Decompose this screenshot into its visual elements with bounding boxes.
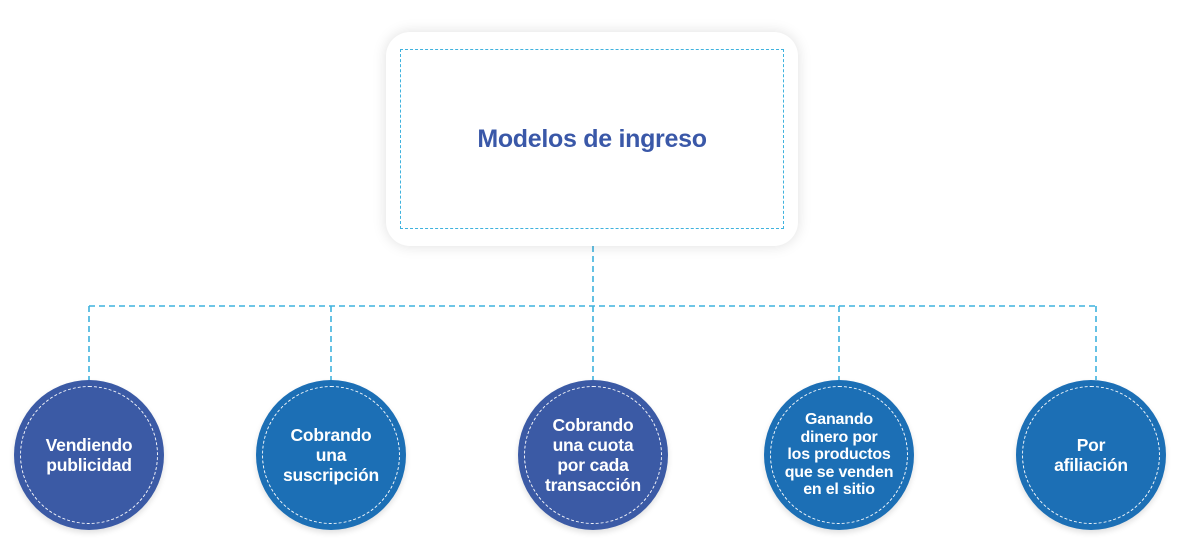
child-node-ganando-dinero-productos: Ganando dinero por los productos que se … (764, 380, 914, 530)
node-dashed-ring (524, 386, 662, 524)
root-node-card: Modelos de ingreso (386, 32, 798, 246)
root-node-title: Modelos de ingreso (477, 124, 707, 153)
child-node-label: Ganando dinero por los productos que se … (784, 411, 894, 499)
child-node-label: Por afiliación (1054, 435, 1128, 475)
node-dashed-ring (1022, 386, 1160, 524)
child-node-cobrando-cuota-transaccion: Cobrando una cuota por cada transacción (518, 380, 668, 530)
child-node-label: Cobrando una cuota por cada transacción (544, 415, 642, 495)
node-dashed-ring (20, 386, 158, 524)
child-node-vendiendo-publicidad: Vendiendo publicidad (14, 380, 164, 530)
node-dashed-ring (770, 386, 908, 524)
child-node-cobrando-suscripcion: Cobrando una suscripción (256, 380, 406, 530)
node-dashed-ring (262, 386, 400, 524)
child-node-label: Cobrando una suscripción (282, 425, 380, 485)
root-node-dashed-frame (400, 49, 784, 229)
child-node-label: Vendiendo publicidad (45, 435, 133, 475)
child-node-por-afiliacion: Por afiliación (1016, 380, 1166, 530)
